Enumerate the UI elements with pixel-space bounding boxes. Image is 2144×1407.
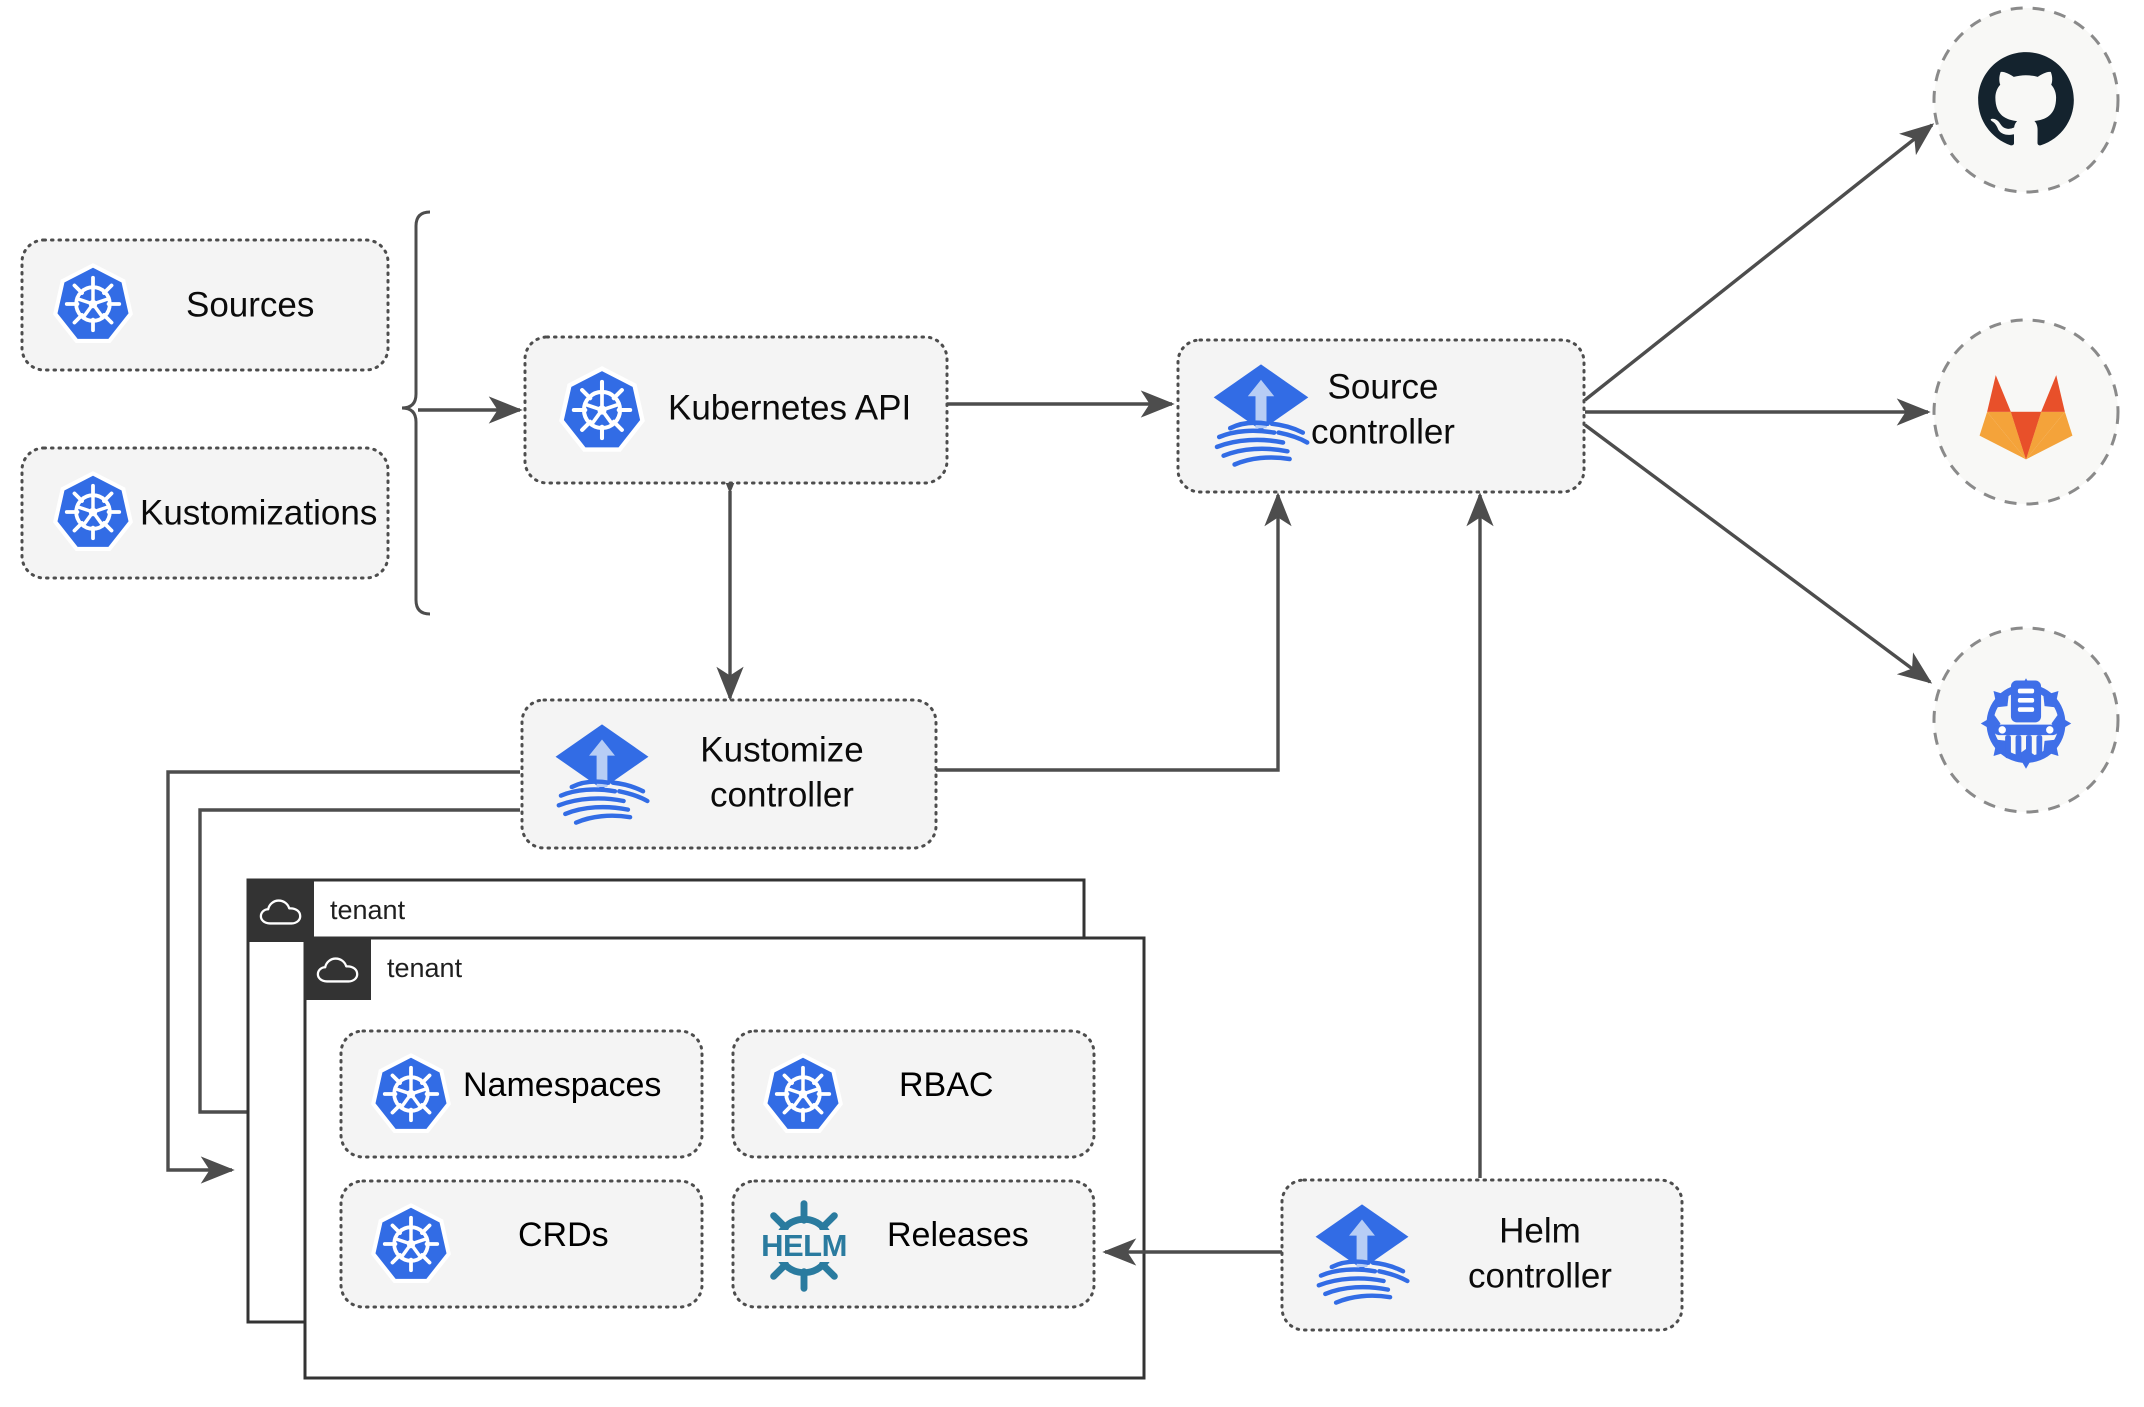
node-releases[interactable]: HELM Releases (731, 1179, 1096, 1309)
kubernetes-icon (373, 1055, 448, 1130)
node-kubernetes-api[interactable]: Kubernetes API (523, 335, 949, 485)
tenant-tab-back (248, 880, 314, 942)
node-source-controller[interactable]: Source controller (1176, 338, 1586, 494)
node-label-source-controller-line1: Source (1328, 367, 1439, 406)
node-sources[interactable]: Sources (20, 238, 390, 372)
kubernetes-icon (373, 1205, 448, 1280)
node-label-releases: Releases (887, 1216, 1029, 1254)
node-label-sources: Sources (186, 285, 314, 324)
kubernetes-icon (562, 369, 643, 450)
edge-kustomize-to-source-controller (936, 492, 1292, 772)
resource-group-brace (401, 210, 431, 616)
node-github[interactable] (1932, 6, 2120, 194)
node-label-kustomizations: Kustomizations (140, 493, 377, 532)
node-label-kustomize-controller-line1: Kustomize (700, 730, 863, 769)
node-crds[interactable]: CRDs (339, 1179, 704, 1309)
node-label-source-controller-line2: controller (1311, 412, 1455, 451)
tenant-tab-front (305, 938, 371, 1000)
node-label-helm-controller-line2: controller (1468, 1256, 1612, 1295)
node-label-kubernetes-api: Kubernetes API (668, 388, 911, 427)
node-kustomize-controller[interactable]: Kustomize controller (520, 698, 938, 850)
node-harbor[interactable] (1932, 626, 2120, 814)
edge-source-controller-to-harbor (1583, 423, 1933, 684)
node-label-namespaces: Namespaces (463, 1066, 661, 1104)
kubernetes-icon (55, 473, 130, 548)
node-gitlab[interactable] (1932, 318, 2120, 506)
node-label-rbac: RBAC (899, 1066, 993, 1104)
node-helm-controller[interactable]: Helm controller (1280, 1178, 1684, 1332)
node-rbac[interactable]: RBAC (731, 1029, 1096, 1159)
edge-source-controller-to-github (1583, 123, 1935, 402)
kubernetes-icon (765, 1055, 840, 1130)
tenant-label-front: tenant (387, 953, 463, 983)
kubernetes-icon (55, 265, 130, 340)
helm-icon-wordmark: HELM (761, 1228, 847, 1263)
edge-kustomize-to-tenant-back (166, 770, 520, 1184)
node-namespaces[interactable]: Namespaces (339, 1029, 704, 1159)
node-label-crds: CRDs (518, 1216, 609, 1254)
node-label-helm-controller-line1: Helm (1499, 1211, 1581, 1250)
tenant-box-front[interactable]: tenant (303, 936, 1146, 1380)
node-kustomizations[interactable]: Kustomizations (20, 446, 390, 580)
tenant-label-back: tenant (330, 895, 406, 925)
node-label-kustomize-controller-line2: controller (710, 775, 854, 814)
